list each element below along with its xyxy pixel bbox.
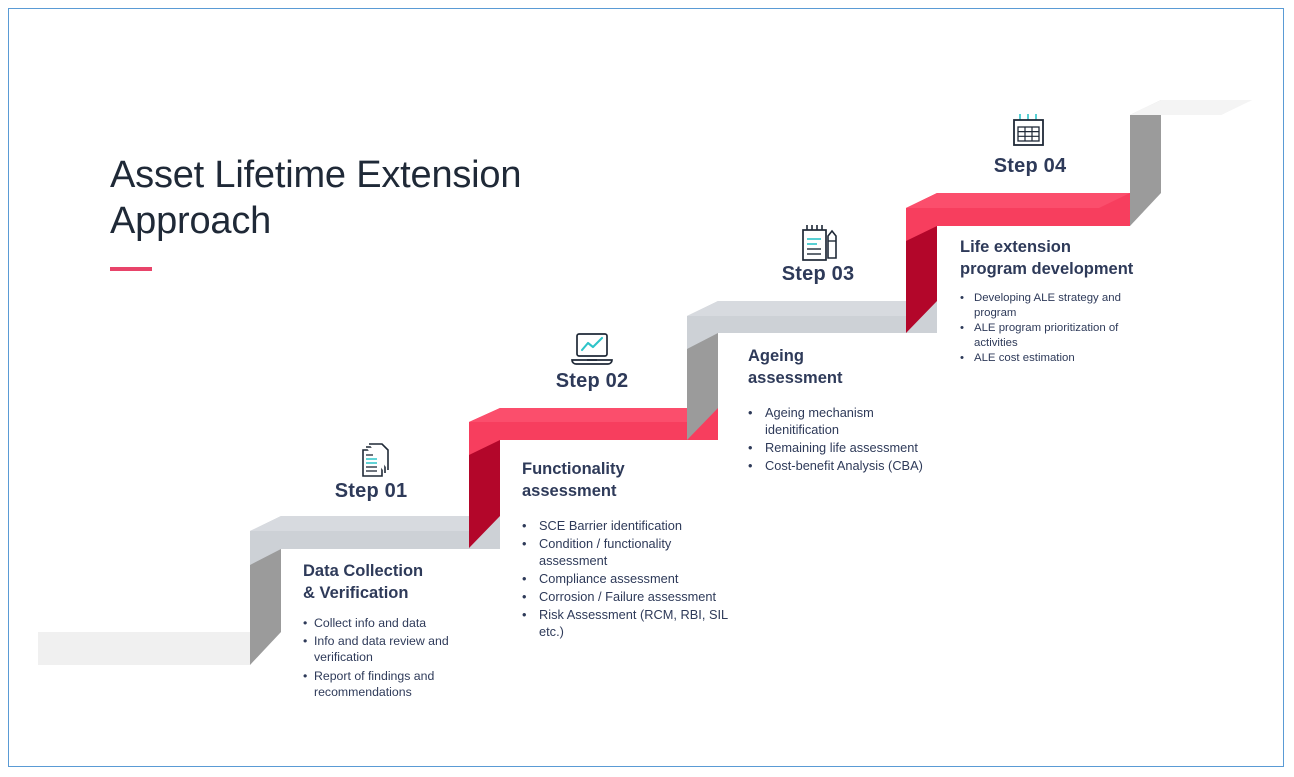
list-item: • Info and data review and verification <box>303 633 483 666</box>
bullet-point: • <box>748 457 753 473</box>
bullet-point: • <box>303 633 308 648</box>
bullet-point: • <box>522 588 527 604</box>
bullet-point: • <box>522 606 527 622</box>
step-03-bullet-list: • Ageing mechanism idenitification • Remai… <box>748 404 943 474</box>
list-item: • Developing ALE strategy and program <box>960 291 1160 321</box>
page-title-line-2: Approach <box>110 200 272 243</box>
bullet-text: Corrosion / Failure assessment <box>539 588 717 604</box>
calendar-icon <box>1006 110 1056 163</box>
bullet-point: • <box>960 291 964 304</box>
bullet-text: Remaining life assessment <box>765 439 918 455</box>
step-03-label: Step 03 <box>781 263 855 285</box>
bullet-point: • <box>748 404 753 420</box>
list-item: • Collect info and data <box>303 615 483 631</box>
list-item: • ALE cost estimation <box>960 351 1160 366</box>
step-01-heading: Data Collection & Verification <box>303 560 483 605</box>
bullet-point: • <box>522 517 527 533</box>
title-accent-rule <box>110 266 152 271</box>
list-item: • Corrosion / Failure assessment <box>522 588 737 605</box>
bullet-point: • <box>303 615 308 630</box>
page-title: Asset Lifetime Extension Approach <box>110 152 580 271</box>
step-04-heading: Life extension program development <box>960 236 1160 281</box>
list-item: • Compliance assessment <box>522 570 737 587</box>
bullet-text: Risk Assessment (RCM, RBI, SIL etc.) <box>539 606 728 639</box>
step-01-label: Step 01 <box>334 480 408 502</box>
step-02-heading-line-1: Functionality <box>522 460 625 478</box>
bullet-point: • <box>303 668 308 683</box>
list-item: • ALE program prioritization of activitie… <box>960 321 1160 351</box>
bullet-point: • <box>522 535 527 551</box>
list-item: • SCE Barrier identification <box>522 517 737 534</box>
documents-icon <box>345 434 397 491</box>
list-item: • Cost-benefit Analysis (CBA) <box>748 457 943 474</box>
list-item: • Remaining life assessment <box>748 439 943 456</box>
bullet-text: ALE cost estimation <box>974 351 1075 364</box>
step-01-heading-line-1: Data Collection <box>303 562 424 580</box>
page-title-line-1: Asset Lifetime Extension <box>110 154 522 196</box>
step-04-panel: Life extension program development • Deve… <box>960 236 1160 366</box>
bullet-text: Info and data review and verification <box>314 633 449 665</box>
bullet-text: Condition / functionality assessment <box>539 535 672 568</box>
bullet-text: Developing ALE strategy and program <box>974 291 1121 319</box>
bullet-text: Report of findings and recommendations <box>314 668 435 699</box>
step-02-panel: Functionality assessment • SCE Barrier id… <box>522 458 737 641</box>
step-01-heading-line-2: & Verification <box>303 584 409 603</box>
list-item: • Condition / functionality assessment <box>522 535 737 569</box>
step-04-label: Step 04 <box>993 155 1067 177</box>
step-04-heading-line-1: Life extension <box>960 238 1071 256</box>
step-04-heading-line-2: program development <box>960 260 1134 279</box>
bullet-text: SCE Barrier identification <box>539 517 682 533</box>
step-03-panel: Ageing assessment • Ageing mechanism iden… <box>748 345 943 475</box>
bullet-text: Compliance assessment <box>539 570 679 586</box>
step-02-bullet-list: • SCE Barrier identification • Condition /… <box>522 517 737 640</box>
step-04-bullet-list: • Developing ALE strategy and program • AL… <box>960 291 1160 366</box>
step-02-label: Step 02 <box>555 370 629 392</box>
step-03-heading-line-2: assessment <box>748 369 843 388</box>
bullet-point: • <box>960 351 964 364</box>
step-03-heading: Ageing assessment <box>748 345 943 390</box>
list-item: • Ageing mechanism idenitification <box>748 404 943 438</box>
laptop-chart-icon <box>565 326 619 383</box>
step-02-heading: Functionality assessment <box>522 458 737 503</box>
step-02-heading-line-2: assessment <box>522 482 617 501</box>
bullet-point: • <box>522 570 527 586</box>
bullet-point: • <box>960 321 964 334</box>
bullet-text: Ageing mechanism idenitification <box>765 404 874 437</box>
bullet-text: ALE program prioritization of activities <box>974 321 1119 349</box>
step-01-bullet-list: • Collect info and data • Info and data re… <box>303 615 483 701</box>
step-01-panel: Data Collection & Verification • Collect … <box>303 560 483 702</box>
bullet-text: Collect info and data <box>314 615 427 630</box>
bullet-text: Cost-benefit Analysis (CBA) <box>765 457 923 473</box>
bullet-point: • <box>748 439 753 455</box>
list-item: • Risk Assessment (RCM, RBI, SIL etc.) <box>522 606 737 640</box>
step-03-heading-line-1: Ageing <box>748 347 804 365</box>
list-item: • Report of findings and recommendations <box>303 668 483 701</box>
notepad-pencil-icon <box>792 219 846 276</box>
